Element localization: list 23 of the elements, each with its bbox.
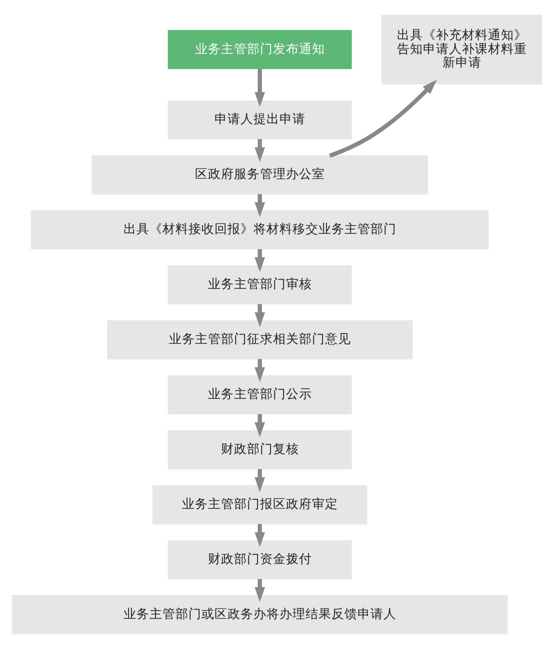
node-box: 业务主管部门征求相关部门意见 bbox=[107, 320, 413, 360]
node-box: 业务主管部门审核 bbox=[168, 265, 352, 304]
arrow bbox=[254, 194, 266, 218]
arrow bbox=[254, 139, 266, 162]
arrow bbox=[254, 304, 266, 328]
arrow bbox=[254, 469, 266, 492]
node-box: 申请人提出申请 bbox=[168, 100, 352, 140]
node-box: 业务主管部门发布通知 bbox=[168, 30, 352, 70]
arrow bbox=[329, 80, 437, 158]
node-box: 财政部门资金拨付 bbox=[168, 540, 352, 580]
node-box: 财政部门复核 bbox=[168, 430, 352, 470]
node-box: 业务主管部门或区政务办将办理结果反馈申请人 bbox=[12, 595, 508, 634]
node-box: 出具《材料接收回报》将材料移交业务主管部门 bbox=[30, 210, 489, 250]
node-box: 区政府服务管理办公室 bbox=[92, 155, 428, 194]
node-box: 业务主管部门公示 bbox=[168, 375, 352, 414]
arrow bbox=[254, 579, 266, 602]
arrow bbox=[254, 249, 266, 272]
node-box: 业务主管部门报区政府审定 bbox=[152, 485, 368, 524]
arrow bbox=[254, 68, 266, 107]
node-box: 出具《补充材料通知》告知申请人补课材料重新申请 bbox=[381, 14, 542, 84]
arrow bbox=[254, 359, 266, 382]
arrow bbox=[254, 524, 266, 548]
arrow bbox=[254, 414, 266, 438]
